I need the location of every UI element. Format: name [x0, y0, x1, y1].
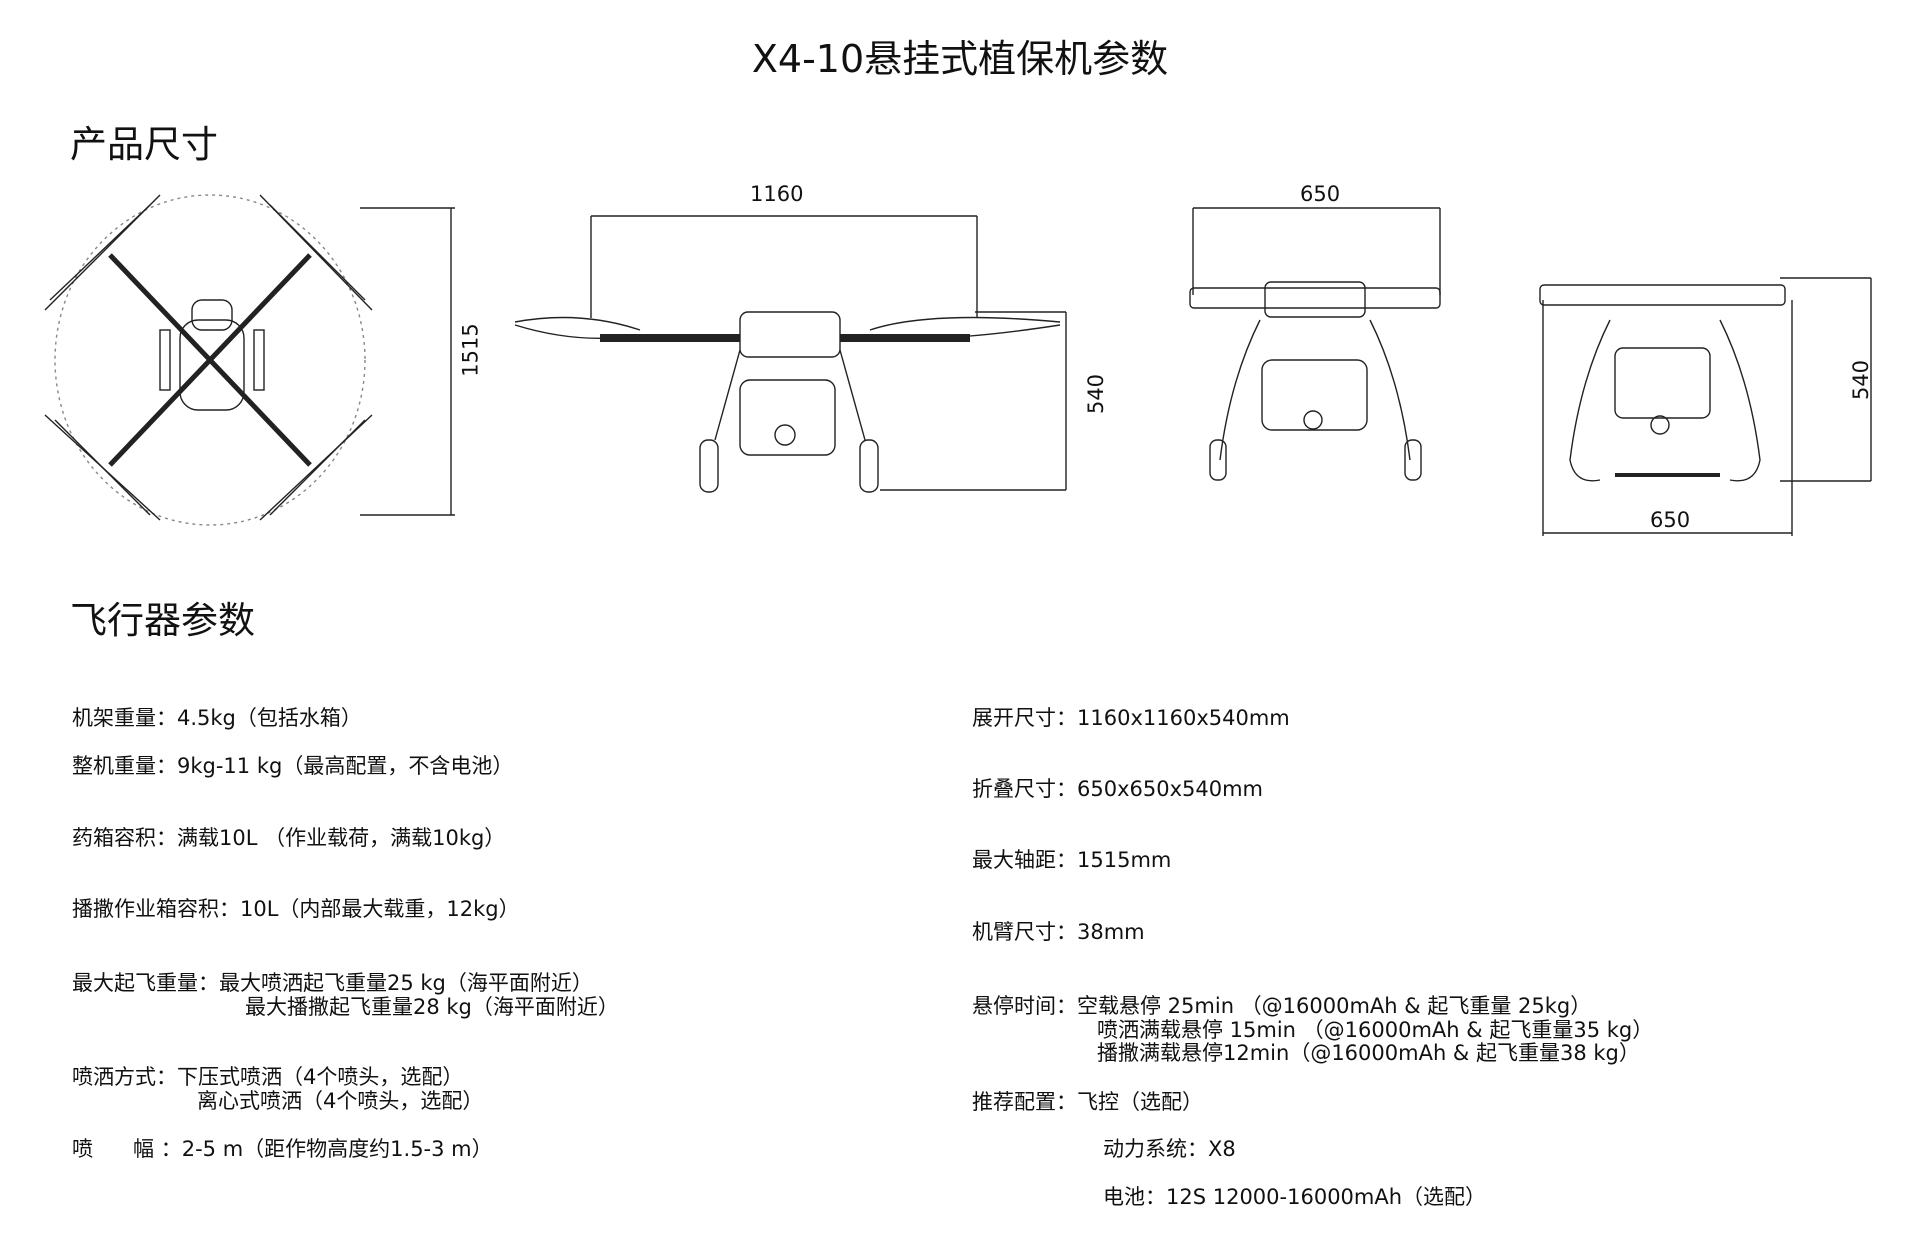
spec-spray-width: 喷 幅 ：2-5 m（距作物高度约1.5-3 m）: [72, 1137, 493, 1161]
spec-spray-method-2: 离心式喷洒（4个喷头，选配）: [197, 1089, 484, 1113]
spec-hover-time: 悬停时间：空载悬停 25min （@16000mAh & 起飞重量 25kg）: [972, 994, 1592, 1018]
dim-front-width: 650: [1300, 182, 1341, 206]
front-view-drawing: [1189, 207, 1441, 481]
top-view-drawing: [44, 194, 455, 526]
spec-arm-size: 机臂尺寸：38mm: [972, 920, 1145, 944]
spec-folded-size: 折叠尺寸：650x650x540mm: [972, 777, 1264, 801]
page-title: X4-10悬挂式植保机参数: [751, 37, 1169, 81]
dim-side-width: 1160: [750, 182, 804, 206]
spec-frame-weight: 机架重量：4.5kg（包括水箱）: [72, 706, 362, 730]
section-title-params: 飞行器参数: [70, 599, 255, 642]
spec-tank-volume: 药箱容积：满载10L （作业载荷，满载10kg）: [72, 826, 506, 850]
section-title-dimensions: 产品尺寸: [70, 123, 218, 166]
spec-battery: 电池：12S 12000-16000mAh（选配）: [1103, 1185, 1487, 1209]
spec-total-weight: 整机重量：9kg-11 kg（最高配置，不含电池）: [72, 754, 514, 778]
dim-side-height: 540: [1084, 373, 1109, 415]
folded-side-view-drawing: [1539, 277, 1872, 536]
spec-power-system: 动力系统：X8: [1103, 1137, 1236, 1161]
spec-hover-time-3: 播撒满载悬停12min（@16000mAh & 起飞重量38 kg）: [1097, 1041, 1640, 1065]
spec-max-takeoff-weight-2: 最大播撒起飞重量28 kg（海平面附近）: [245, 995, 619, 1019]
dim-folded-height: 540: [1849, 359, 1874, 401]
spec-spray-method: 喷洒方式：下压式喷洒（4个喷头，选配）: [72, 1065, 464, 1089]
side-view-drawing: [514, 215, 1067, 493]
spec-recommended-config: 推荐配置：飞控（选配）: [972, 1090, 1203, 1114]
spec-hover-time-2: 喷洒满载悬停 15min （@16000mAh & 起飞重量35 kg）: [1097, 1018, 1654, 1042]
spec-spreader-volume: 播撒作业箱容积：10L（内部最大载重，12kg）: [72, 897, 520, 921]
spec-max-takeoff-weight: 最大起飞重量：最大喷洒起飞重量25 kg（海平面附近）: [72, 971, 593, 995]
spec-wheelbase: 最大轴距：1515mm: [972, 848, 1172, 872]
spec-unfolded-size: 展开尺寸：1160x1160x540mm: [972, 706, 1290, 730]
dim-wheelbase: 1515: [458, 323, 483, 377]
dim-folded-width: 650: [1650, 508, 1691, 532]
